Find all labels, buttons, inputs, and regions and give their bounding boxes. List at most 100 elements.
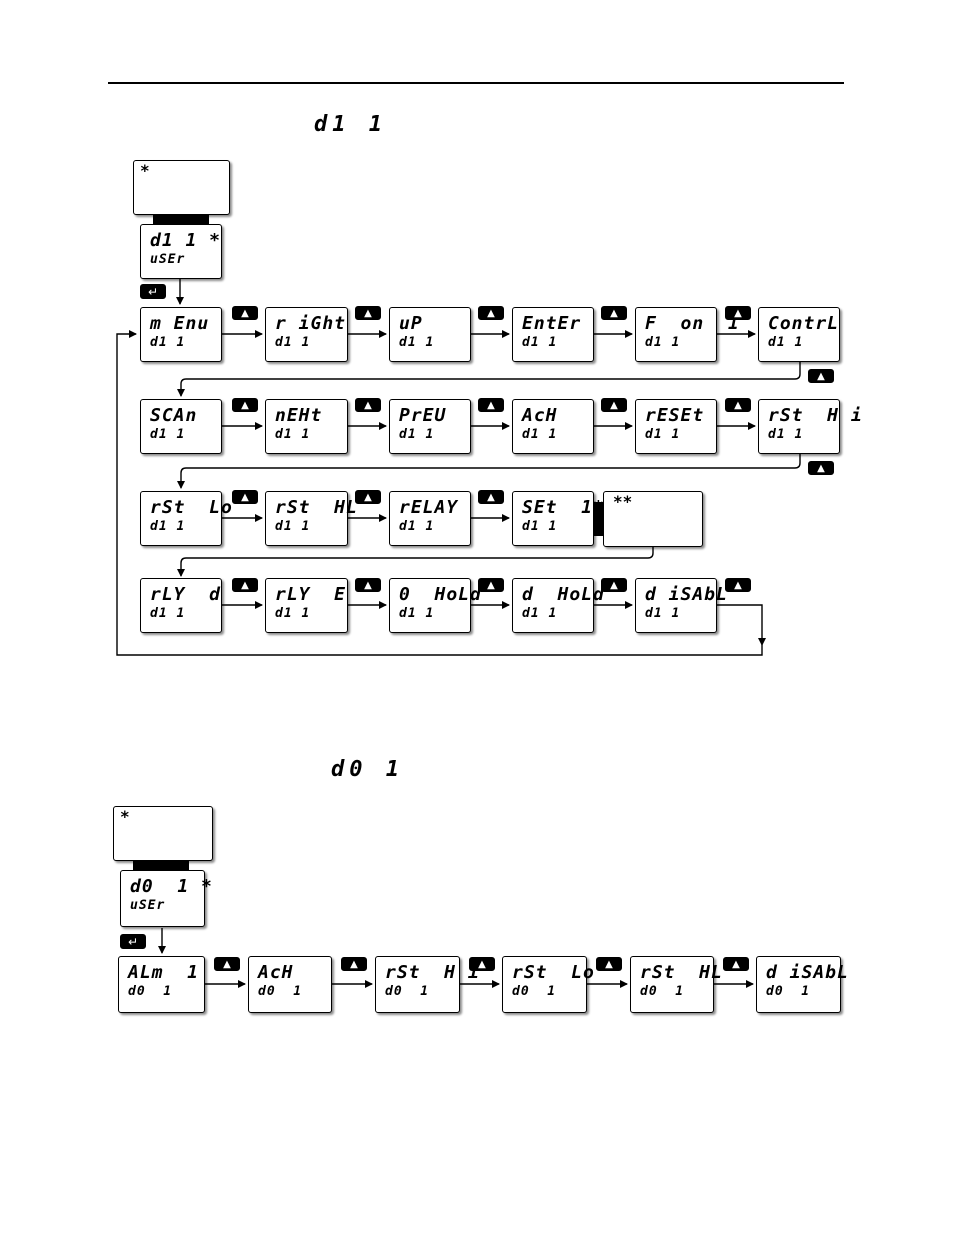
display-blank-1: * [133,160,230,215]
arrow-row1-to-row2 [177,362,801,397]
display-line-2: d1 1 [645,606,681,621]
up-arrow-key-icon: ▲ [723,957,749,971]
display-line-2: d1 1 [399,519,435,534]
display-line-1: F on 1 [645,313,740,334]
up-arrow-key-icon: ▲ [601,578,627,592]
up-arrow-key-icon: ▲ [808,369,834,383]
display-set-1: SEt 1**d1 1 [512,491,616,546]
display-line-1: ContrL [768,313,840,334]
display-d1-user: d1 1 * uSEr [140,224,222,279]
arrow-loop-back [116,330,763,656]
up-arrow-key-icon: ▲ [469,957,495,971]
top-rule [108,82,844,84]
display-line-2: d1 1 [522,519,558,534]
up-arrow-key-icon: ▲ [355,306,381,320]
display-line-2: d0 1 [128,984,173,999]
heading-digital-input: d1 1 [314,112,387,137]
up-arrow-key-icon: ▲ [808,461,834,475]
up-arrow-key-icon: ▲ [355,490,381,504]
up-arrow-key-icon: ▲ [478,578,504,592]
display-blank-2: ** [603,491,703,547]
display-line-1: AcH [258,962,294,983]
display-line-2: d1 1 [768,427,804,442]
display-line-1: d HoLd [522,584,605,605]
display-line-2: d1 1 [275,335,311,350]
arrow-row3-to-row4 [177,547,654,577]
display-line-2: d1 1 [150,335,186,350]
display-line-1: nEHt [275,405,323,426]
display-line-1: d iSAbL [766,962,849,983]
display-line-1: PrEU [399,405,447,426]
display-line-2: d0 1 [512,984,557,999]
up-arrow-key-icon: ▲ [355,578,381,592]
enter-key-icon: ↵ [120,934,146,949]
display-d0-user: d0 1 * uSEr [120,870,212,927]
display-line-2: d1 1 [275,606,311,621]
display-line-1: 0 HoLd [399,584,482,605]
display-line-1: ALm 1 [128,962,200,983]
display-line-2: d1 1 [399,335,435,350]
up-arrow-key-icon: ▲ [725,398,751,412]
display-line-1: d iSAbL [645,584,728,605]
display-line-1: rSt HL [640,962,723,983]
display-line-2: d1 1 [522,335,558,350]
display-line-1: rLY E [275,584,347,605]
display-connector [594,502,603,536]
display-line-1: uP [399,313,423,334]
up-arrow-key-icon: ▲ [601,398,627,412]
display-line-1: SCAn [150,405,198,426]
display-line-1: rSt H i [768,405,863,426]
heading-digital-output: d0 1 [331,757,404,782]
display-line-2: d1 1 [645,335,681,350]
display-line-2: uSEr [130,898,166,913]
display-blank-3: * [113,806,213,861]
display-line-2: d1 1 [150,606,186,621]
display-line-1: rSt Lo [150,497,233,518]
arrow-disable-down [717,604,766,646]
up-arrow-key-icon: ▲ [232,398,258,412]
up-arrow-key-icon: ▲ [232,490,258,504]
display-line-2: d1 1 [399,606,435,621]
display-line-2: d1 1 [275,427,311,442]
display-line-2: d1 1 [522,606,558,621]
display-line-2: d0 1 [766,984,811,999]
up-arrow-key-icon: ▲ [478,490,504,504]
display-line-1: rELAY [399,497,459,518]
up-arrow-key-icon: ▲ [596,957,622,971]
up-arrow-key-icon: ▲ [341,957,367,971]
display-line-2: d0 1 [385,984,430,999]
display-line-2: d1 1 [399,427,435,442]
display-line-1: EntEr [522,313,582,334]
display-line-1: rESEt [645,405,705,426]
asterisk: * [120,807,130,826]
double-asterisk: ** [613,492,633,511]
display-line-2: d1 1 [522,427,558,442]
display-line-2: uSEr [150,252,186,267]
up-arrow-key-icon: ▲ [725,306,751,320]
up-arrow-key-icon: ▲ [478,398,504,412]
display-line-2: d1 1 [150,519,186,534]
up-arrow-key-icon: ▲ [725,578,751,592]
display-line-2: d0 1 [258,984,303,999]
display-line-1: rSt Lo [512,962,595,983]
up-arrow-key-icon: ▲ [601,306,627,320]
